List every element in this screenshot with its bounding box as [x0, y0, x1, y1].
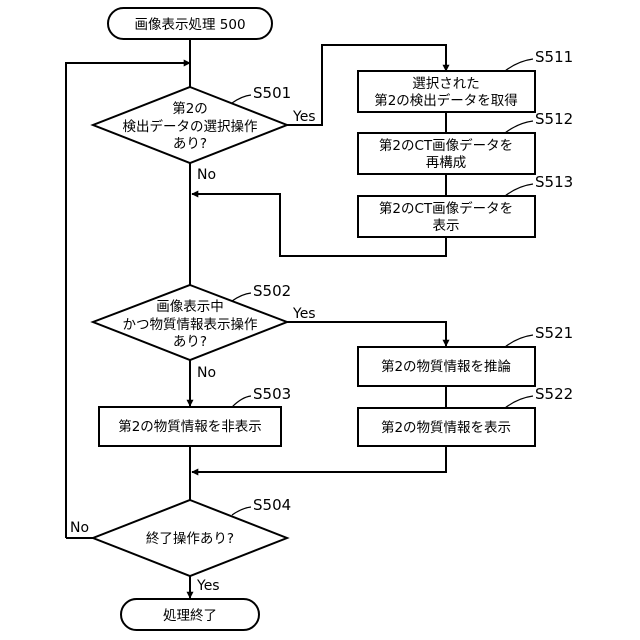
decision-s501-no: No: [197, 167, 216, 183]
process-s503-leader: [232, 396, 251, 407]
decision-s502-leader: [232, 293, 251, 301]
process-s511-line-2: 第2の検出データを取得: [374, 92, 518, 109]
decision-s502: 画像表示中 かつ物質情報表示操作 あり? S502 Yes No: [93, 282, 316, 381]
process-s521: 第2の物質情報を推論 S521: [358, 324, 573, 386]
process-s522-step: S522: [535, 385, 573, 403]
decision-s502-line-1: 画像表示中: [156, 299, 224, 315]
process-s513-line-1: 第2のCT画像データを: [379, 200, 513, 217]
decision-s504-yes: Yes: [196, 578, 220, 594]
process-s503: 第2の物質情報を非表示 S503: [99, 385, 291, 446]
connector-d502-yes: [287, 322, 446, 346]
decision-s504-no: No: [70, 520, 89, 536]
process-s513-step: S513: [535, 173, 573, 191]
end-terminator: 処理終了: [121, 599, 259, 630]
decision-s501-leader: [232, 95, 251, 103]
decision-s502-line-3: あり?: [173, 334, 207, 350]
process-s521-step: S521: [535, 324, 573, 342]
process-s511-step: S511: [535, 48, 573, 66]
process-s503-line-1: 第2の物質情報を非表示: [118, 418, 262, 435]
process-s512-line-1: 第2のCT画像データを: [379, 137, 513, 154]
decision-s504-step: S504: [253, 496, 291, 514]
decision-s504-line-1: 終了操作あり?: [146, 531, 234, 547]
process-s511: 選択された 第2の検出データを取得 S511: [358, 48, 573, 112]
process-s513: 第2のCT画像データを 表示 S513: [358, 173, 573, 237]
decision-s501-line-2: 検出データの選択操作: [123, 118, 258, 135]
decision-s501-line-1: 第2の: [172, 100, 208, 117]
process-s521-line-1: 第2の物質情報を推論: [381, 358, 512, 375]
process-s512-step: S512: [535, 110, 573, 128]
process-s503-step: S503: [253, 385, 291, 403]
connector-s522-return: [192, 446, 446, 472]
end-label: 処理終了: [163, 608, 217, 624]
decision-s504: 終了操作あり? S504 No Yes: [70, 496, 291, 594]
process-s521-leader: [505, 335, 533, 347]
decision-s502-line-2: かつ物質情報表示操作: [123, 317, 258, 333]
decision-s502-no: No: [197, 365, 216, 381]
start-label: 画像表示処理 500: [134, 17, 245, 33]
decision-s502-yes: Yes: [292, 306, 316, 322]
decision-s504-leader: [232, 507, 251, 515]
process-s522: 第2の物質情報を表示 S522: [358, 385, 573, 446]
decision-s501-line-3: あり?: [173, 136, 207, 152]
process-s522-leader: [505, 396, 533, 408]
process-s511-leader: [505, 59, 533, 71]
decision-s502-step: S502: [253, 282, 291, 300]
decision-s501-yes: Yes: [292, 109, 316, 125]
decision-s501-step: S501: [253, 84, 291, 102]
decision-s501: 第2の 検出データの選択操作 あり? S501 Yes No: [93, 84, 316, 183]
start-terminator: 画像表示処理 500: [108, 8, 272, 39]
process-s511-line-1: 選択された: [412, 76, 480, 92]
process-s513-line-2: 表示: [433, 218, 460, 234]
process-s512-leader: [505, 121, 533, 133]
process-s522-line-1: 第2の物質情報を表示: [381, 419, 511, 436]
process-s512-line-2: 再構成: [426, 155, 467, 171]
process-s513-leader: [505, 184, 533, 196]
process-s512: 第2のCT画像データを 再構成 S512: [358, 110, 573, 174]
